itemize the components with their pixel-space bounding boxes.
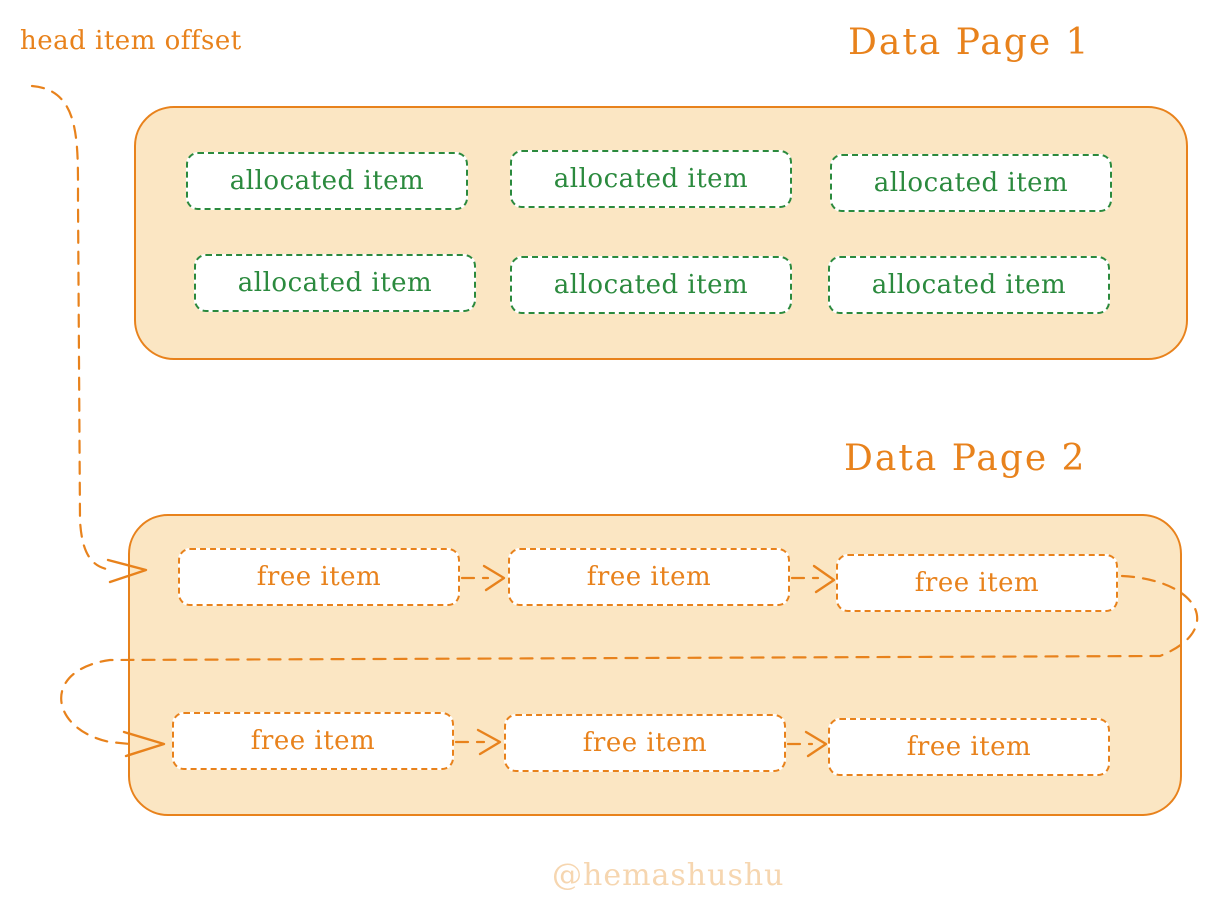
data-page-2-title: Data Page 2	[844, 438, 1087, 479]
allocated-item: allocated item	[186, 152, 468, 210]
watermark-text: @hemashushu	[552, 858, 785, 893]
allocated-item: allocated item	[194, 254, 476, 312]
free-item: free item	[504, 714, 786, 772]
allocated-item: allocated item	[828, 256, 1110, 314]
free-item: free item	[172, 712, 454, 770]
data-page-1-panel	[134, 106, 1188, 360]
allocated-item: allocated item	[830, 154, 1112, 212]
free-item: free item	[836, 554, 1118, 612]
head-item-offset-label: head item offset	[20, 26, 242, 56]
free-item: free item	[828, 718, 1110, 776]
data-page-1-title: Data Page 1	[848, 22, 1091, 63]
allocated-item: allocated item	[510, 256, 792, 314]
free-item: free item	[508, 548, 790, 606]
free-item: free item	[178, 548, 460, 606]
allocated-item: allocated item	[510, 150, 792, 208]
head-pointer-line	[30, 84, 114, 572]
